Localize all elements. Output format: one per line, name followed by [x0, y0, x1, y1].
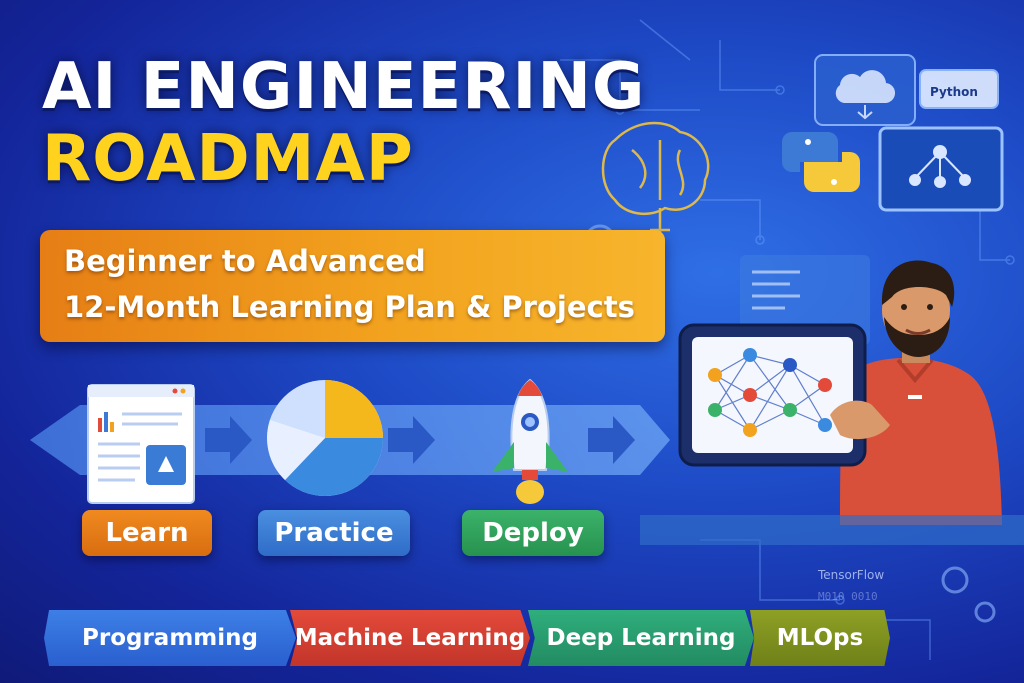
python-badge [919, 69, 999, 109]
category-programming: Programming [44, 610, 296, 666]
neural-network-icon [714, 354, 826, 431]
step-learn: Learn [82, 510, 212, 556]
cloud-icon [814, 54, 916, 126]
subtitle-line-2: 12-Month Learning Plan & Projects [64, 290, 635, 324]
main-title: AI ENGINEERING [42, 50, 646, 124]
svg-text:M010 0010: M010 0010 [818, 590, 878, 603]
rocket-icon [492, 378, 568, 504]
network-monitor-icon [878, 126, 1004, 212]
subtitle-banner: Beginner to Advanced 12-Month Learning P… [40, 230, 665, 342]
engineer-illustration [640, 260, 1024, 545]
arrow-right-icon [205, 416, 252, 464]
pie-chart-icon [267, 380, 383, 496]
category-deep-learning: Deep Learning [528, 610, 754, 666]
subtitle-line-1: Beginner to Advanced [64, 244, 426, 278]
category-mlops: MLOps [750, 610, 890, 666]
python-label: Python [930, 85, 978, 99]
step-practice: Practice [258, 510, 410, 556]
arrow-right-icon [588, 416, 635, 464]
tensorflow-label: TensorFlow [818, 568, 885, 582]
step-deploy: Deploy [462, 510, 604, 556]
main-title-accent: ROADMAP [42, 122, 414, 196]
brain-icon [601, 121, 710, 250]
document-icon [87, 384, 195, 504]
arrow-right-icon [388, 416, 435, 464]
category-machine-learning: Machine Learning [290, 610, 530, 666]
python-logo-icon [782, 132, 860, 192]
roadmap-flow [30, 378, 670, 504]
